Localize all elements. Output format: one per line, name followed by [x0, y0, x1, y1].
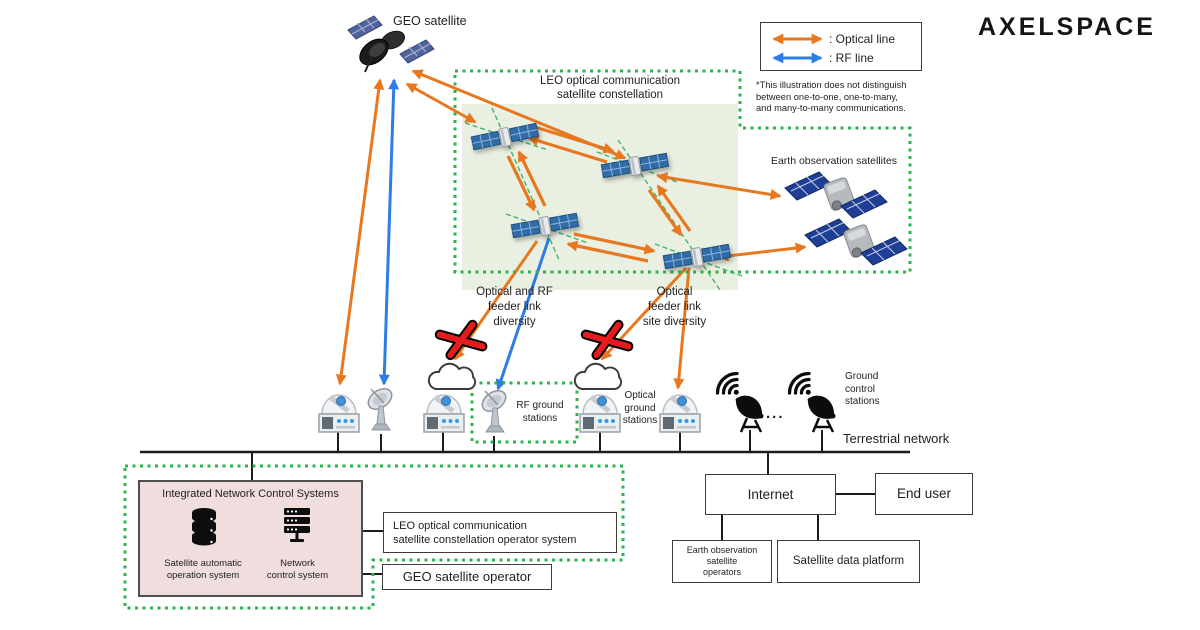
- leo-satellite-icon: [470, 120, 540, 154]
- ground-control-dish-icon: [734, 394, 765, 434]
- integrated-network-control-box: [138, 480, 363, 597]
- terrestrial-network-lines: [140, 430, 910, 575]
- leo-constellation-dotted-border: [453, 69, 912, 274]
- earth-observation-links: [656, 172, 807, 262]
- control-systems-dotted-border: [123, 464, 625, 610]
- cloud-icon: [573, 362, 623, 391]
- legend-rf-label: : RF line: [829, 51, 874, 65]
- optical-ground-stations-label: Optical ground stations: [622, 390, 658, 426]
- earth-observation-satellite-icon: [804, 218, 908, 266]
- optical-ground-station-icon: [319, 395, 359, 432]
- terrestrial-network-label: Terrestrial network: [843, 431, 950, 446]
- internet-box: Internet: [705, 474, 836, 515]
- data-platform-label: Satellite data platform: [792, 555, 905, 567]
- axelspace-logo: AXELSPACE: [978, 13, 1156, 41]
- optical-site-diversity-label: Optical feeder link site diversity: [642, 286, 707, 328]
- eo-operators-label: Earth observation satellite operators: [686, 545, 758, 577]
- geo-satellite-label: GEO satellite: [393, 14, 467, 28]
- earth-observation-satellite-icon: [784, 171, 888, 219]
- internet-label: Internet: [747, 486, 794, 502]
- optical-ground-station-icon: [424, 395, 464, 432]
- satellite-automatic-label: Satellite automatic operation system: [164, 558, 242, 581]
- end-user-label: End user: [896, 486, 952, 501]
- geo-operator-box: GEO satellite operator: [382, 564, 552, 590]
- dotted-regions: [123, 69, 912, 610]
- data-platform-box: Satellite data platform: [777, 540, 920, 583]
- wifi-icon: [787, 371, 813, 397]
- legend-arrows: [772, 33, 823, 64]
- legend-note: *This illustration does not distinguish …: [756, 80, 907, 113]
- database-icon: [192, 508, 216, 546]
- leo-operator-system-label: LEO optical communication satellite cons…: [393, 519, 577, 546]
- earth-observation-label: Earth observation satellites: [770, 155, 898, 167]
- constellation-title: LEO optical communication satellite cons…: [540, 75, 680, 101]
- rf-ground-stations-label: RF ground stations: [516, 400, 564, 424]
- rf-dish-icon: [363, 383, 397, 431]
- leo-operator-system-box: LEO optical communication satellite cons…: [383, 512, 617, 553]
- integrated-network-control-title: Integrated Network Control Systems: [162, 488, 339, 500]
- ground-control-stations-label: Ground control stations: [845, 371, 880, 407]
- geo-links: [335, 69, 627, 386]
- wifi-icon: [715, 371, 741, 397]
- legend-optical-label: : Optical line: [829, 32, 896, 46]
- optical-ground-station-icon: [660, 395, 700, 432]
- optical-rf-diversity-label: Optical and RF feeder link diversity: [476, 286, 553, 328]
- server-icon: [284, 508, 310, 542]
- ground-control-dish-icon: [806, 394, 837, 434]
- cloud-icon: [427, 362, 477, 391]
- ellipsis-label: ...: [766, 405, 785, 422]
- eo-operators-box: Earth observation satellite operators: [672, 540, 772, 583]
- network-control-label: Network control system: [266, 558, 329, 581]
- rf-ground-stations-dotted-border: [470, 381, 579, 444]
- leo-satellite-icon: [662, 241, 732, 273]
- end-user-box: End user: [875, 473, 973, 515]
- geo-operator-label: GEO satellite operator: [402, 569, 532, 584]
